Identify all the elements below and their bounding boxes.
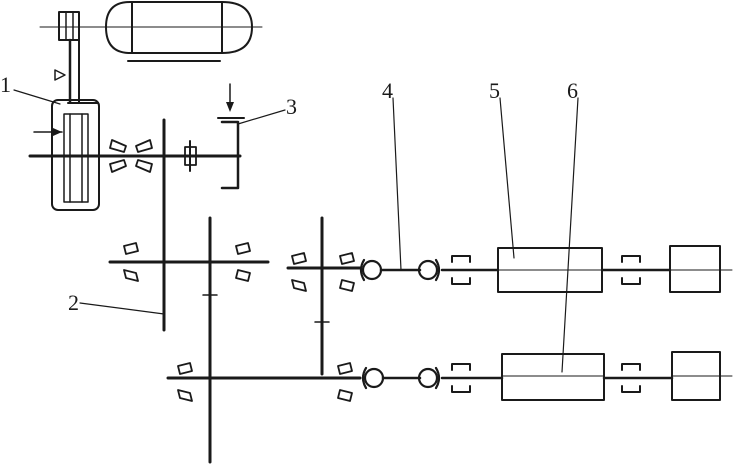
- bearing-icon: [123, 269, 139, 282]
- leader-6: [561, 97, 579, 373]
- bearing-icon: [135, 139, 153, 153]
- bearing-icon: [109, 139, 127, 153]
- clutch-housing: [33, 99, 100, 211]
- bearing-icon: [177, 389, 193, 402]
- brake-arrow-icon: [226, 102, 234, 112]
- joint-yoke: [434, 366, 441, 390]
- shaft-coupling: [621, 255, 641, 285]
- lower-output-line: [166, 321, 733, 402]
- universal-joint-icon: [417, 367, 439, 389]
- upper-load-block: [669, 245, 721, 293]
- universal-joint-icon: [417, 259, 439, 281]
- label-6: 6: [567, 78, 578, 103]
- leader-lines: [13, 89, 579, 373]
- shaft-coupling: [621, 363, 641, 393]
- input-shaft-group: [28, 83, 245, 192]
- brake-drum: [220, 120, 240, 190]
- leader-4: [392, 97, 402, 271]
- lower-machine-6: [501, 353, 605, 401]
- triangle-marker-icon: [54, 69, 66, 81]
- joint-yoke: [359, 258, 366, 282]
- bearing-icon: [177, 362, 193, 375]
- label-2: 2: [68, 290, 79, 315]
- shaft-coupling: [451, 255, 471, 285]
- gear-2-group: [108, 188, 270, 464]
- input-arrow-icon: [53, 128, 62, 136]
- leader-1: [13, 89, 61, 105]
- motor: [39, 1, 263, 62]
- bearing-icon: [235, 269, 251, 282]
- leader-2: [79, 302, 165, 315]
- bearing-icon: [337, 389, 353, 402]
- bearing-icon: [123, 242, 139, 255]
- bearing-icon: [109, 159, 127, 173]
- label-3: 3: [286, 94, 297, 119]
- bearing-icon: [291, 252, 307, 265]
- joint-yoke: [434, 258, 441, 282]
- leader-5: [499, 97, 515, 259]
- bearing-icon: [339, 279, 355, 292]
- bearing-icon: [291, 279, 307, 292]
- leader-3: [237, 109, 286, 125]
- bearing-icon: [235, 242, 251, 255]
- bearing-icon: [337, 362, 353, 375]
- handle-block: [58, 11, 80, 41]
- universal-joint-icon: [363, 367, 385, 389]
- label-1: 1: [0, 72, 11, 97]
- bearing-icon: [135, 159, 153, 173]
- label-5: 5: [489, 78, 500, 103]
- upper-output-line: [286, 216, 733, 376]
- shaft-coupling: [451, 363, 471, 393]
- universal-joint-icon: [361, 259, 383, 281]
- joint-yoke: [361, 366, 368, 390]
- label-4: 4: [382, 78, 393, 103]
- clutch-handle: [54, 11, 80, 104]
- housing-plate-outer: [63, 113, 89, 203]
- bearing-icon: [339, 252, 355, 265]
